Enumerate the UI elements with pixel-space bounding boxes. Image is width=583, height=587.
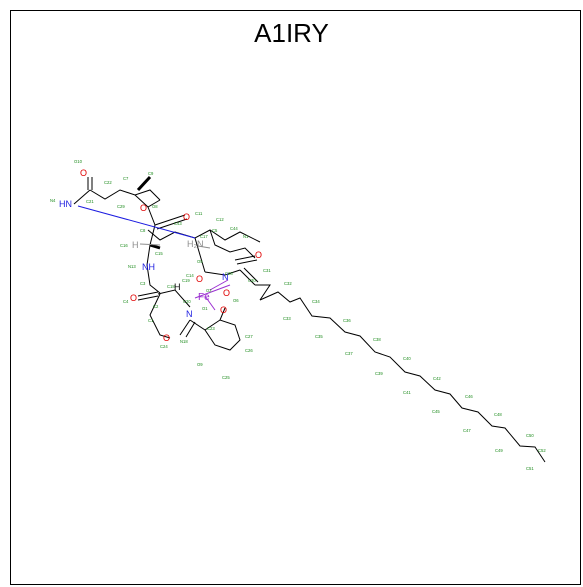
atom-label: C24 [160, 344, 168, 349]
atom-label: C17 [200, 234, 208, 239]
atom-label: C30 [248, 278, 256, 283]
atom-label: C52 [538, 448, 546, 453]
atom-label: O10 [74, 159, 83, 164]
atom-label: C40 [403, 356, 411, 361]
atom-label: C31 [263, 268, 271, 273]
atom-label: O2 [206, 288, 212, 293]
atom-label: C4 [123, 299, 129, 304]
amino-group: H₂N [187, 239, 204, 249]
atom-label: C33 [283, 316, 291, 321]
atom-label: C32 [284, 281, 292, 286]
atom-label: C14 [186, 273, 194, 278]
nitrogen-atom: N [222, 272, 229, 282]
atom-label: N13 [128, 264, 136, 269]
atom-label: C51 [526, 466, 534, 471]
atom-label: C39 [375, 371, 383, 376]
atom-label: N18 [180, 339, 188, 344]
atom-label: C5 [212, 228, 218, 233]
atom-label: O6 [233, 298, 239, 303]
atom-label: O9 [197, 362, 203, 367]
molecule-panel [10, 10, 581, 585]
atom-label: C44 [230, 226, 238, 231]
atom-label: C38 [373, 337, 381, 342]
atom-label: C36 [343, 318, 351, 323]
oxygen-atom: O [196, 274, 203, 284]
oxazoline-nitrogen-atom: N [186, 309, 193, 319]
atom-label: C15 [155, 251, 163, 256]
atom-label: C45 [432, 409, 440, 414]
atom-label: C21 [86, 199, 94, 204]
oxygen-atom: O [183, 212, 190, 222]
oxazoline-oxygen-atom: O [163, 333, 170, 343]
atom-label: C43 [174, 221, 182, 226]
atom-label: C18 [167, 284, 175, 289]
amide-nitrogen-atom: NH [142, 262, 155, 272]
atom-label: C50 [526, 433, 534, 438]
atom-label: N1 [243, 234, 249, 239]
atom-label: O8 [152, 204, 158, 209]
atom-label: C19 [182, 278, 190, 283]
atom-label: C48 [494, 412, 502, 417]
atom-label: C2 [153, 304, 159, 309]
atom-label: C28 [225, 271, 233, 276]
atom-label: N4 [50, 198, 56, 203]
atom-label: C20 [183, 299, 191, 304]
atom-label: C7 [123, 176, 129, 181]
atom-label: C46 [465, 394, 473, 399]
oxygen-atom: O [130, 293, 137, 303]
special-bonds [77, 205, 231, 311]
oxygen-atom: O [223, 288, 230, 298]
bond-lines [73, 175, 546, 463]
phenol-oxygen-atom: O [220, 305, 227, 315]
atom-label: C1 [148, 318, 154, 323]
atom-label: C35 [315, 334, 323, 339]
oxygen-atom: O [80, 168, 87, 178]
atom-label: C49 [495, 448, 503, 453]
atom-label: C29 [117, 204, 125, 209]
atom-label: C9 [148, 171, 154, 176]
atom-label: C34 [312, 299, 320, 304]
atom-label: C8 [140, 228, 146, 233]
atom-label: C37 [345, 351, 353, 356]
atom-label: O1 [202, 306, 208, 311]
atom-label: C41 [403, 390, 411, 395]
atom-label: C16 [120, 243, 128, 248]
atom-label: C11 [195, 211, 203, 216]
atom-label: C22 [104, 180, 112, 185]
atom-label: C47 [463, 428, 471, 433]
atom-label: C42 [433, 376, 441, 381]
hydrogen-atom: H [132, 240, 139, 250]
atom-label: C23 [207, 326, 215, 331]
amine-atom: HN [59, 199, 72, 209]
atom-label: O5 [197, 259, 203, 264]
atom-label: C25 [222, 375, 230, 380]
oxygen-atom: O [255, 250, 262, 260]
molecule-title: A1IRY [254, 18, 329, 48]
oxygen-atom: O [140, 203, 147, 213]
atom-label: C3 [140, 281, 146, 286]
atom-label: C27 [245, 334, 253, 339]
atom-label: C26 [245, 348, 253, 353]
atom-label: C12 [216, 217, 224, 222]
iron-atom: Fe [198, 292, 210, 303]
hydrogen-atom: H [174, 282, 181, 292]
